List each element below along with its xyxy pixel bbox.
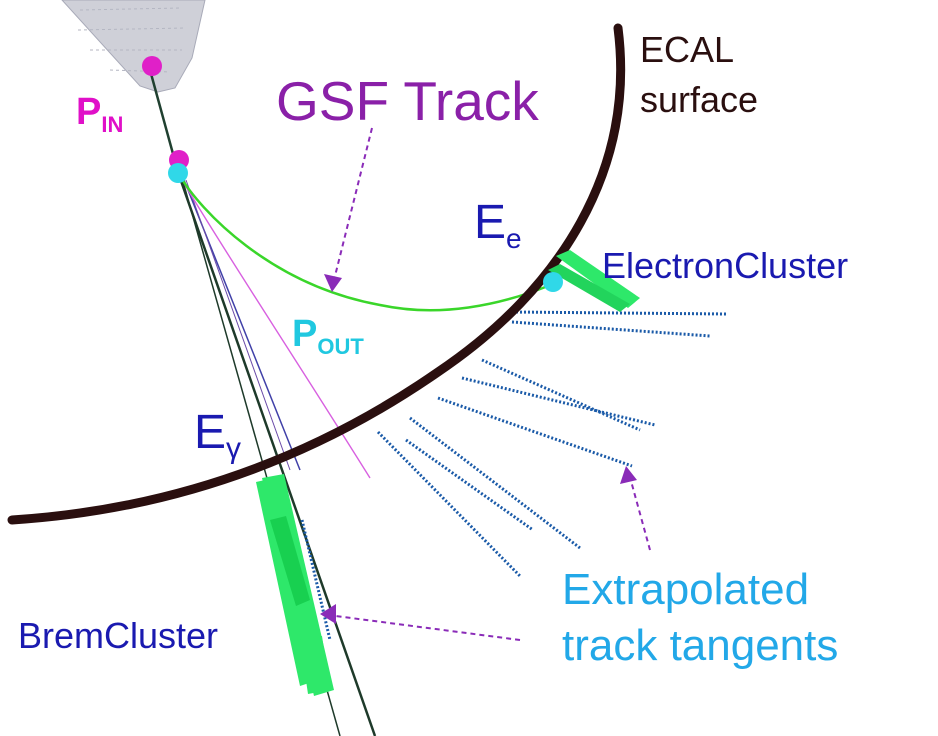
arrow-heads xyxy=(320,274,637,624)
p-in-point xyxy=(142,56,162,76)
annotation-arrows xyxy=(327,127,651,641)
ecal-surface-arc xyxy=(7,23,626,525)
gsf-track-label: GSF Track xyxy=(276,70,539,132)
e-gamma-label: Eγ xyxy=(194,406,241,465)
gsf-track-curve xyxy=(178,175,549,312)
p-out-label: POUT xyxy=(292,313,364,359)
p-out-point xyxy=(168,163,188,183)
electron-cluster-label: ElectronCluster xyxy=(602,245,848,286)
ecal-label-line2: surface xyxy=(640,79,758,120)
e-e-label: Ee xyxy=(474,196,522,254)
extrapolated-label-line1: Extrapolated xyxy=(562,565,809,614)
brem-cluster xyxy=(256,474,334,696)
track-tangents xyxy=(300,310,727,641)
p-in-label: PIN xyxy=(76,91,123,137)
electron-cluster xyxy=(548,250,640,312)
e-e-point xyxy=(543,272,563,292)
ecal-label-line1: ECAL xyxy=(640,29,734,70)
detector-body xyxy=(61,0,206,93)
extrapolated-label-line2: track tangents xyxy=(562,621,838,670)
brem-cluster-label: BremCluster xyxy=(18,615,218,656)
